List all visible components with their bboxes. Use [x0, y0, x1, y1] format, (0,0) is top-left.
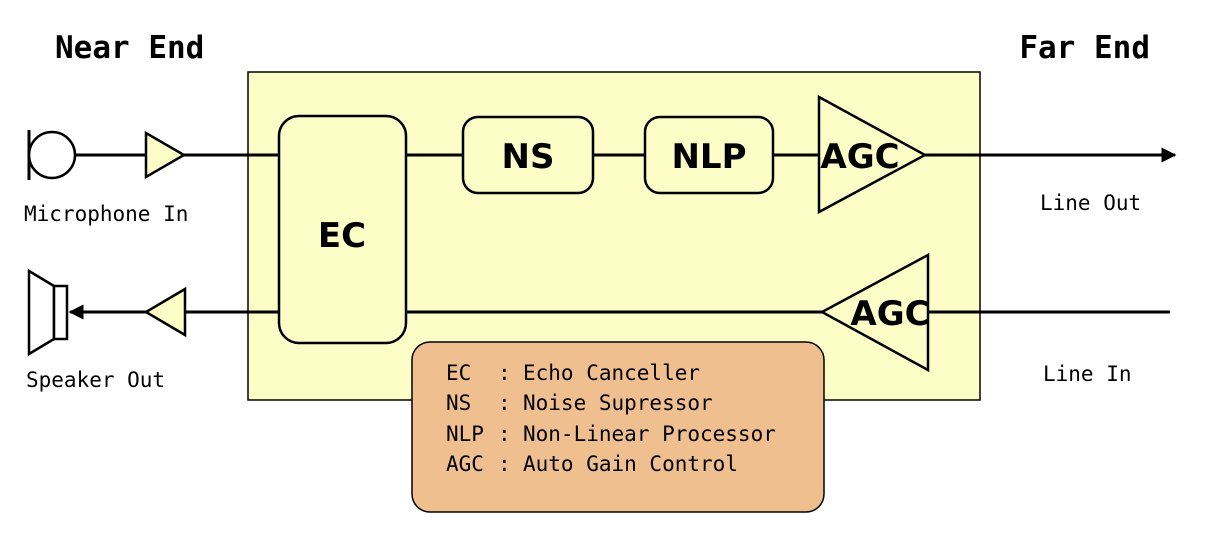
legend-row: AGC : Auto Gain Control [446, 452, 738, 476]
speaker-out-label: Speaker Out [26, 368, 165, 392]
legend-abbr: NLP [446, 422, 484, 446]
speaker-icon [27, 268, 69, 357]
legend-desc: Echo Canceller [523, 361, 700, 385]
speaker-amp-icon [143, 286, 187, 338]
line-in-label: Line In [1043, 362, 1132, 386]
legend-box [411, 341, 825, 513]
mic-preamp-icon [144, 130, 187, 180]
legend-row: NLP : Non-Linear Processor [446, 422, 776, 446]
legend-abbr: AGC [446, 452, 484, 476]
legend-separator: : [498, 361, 511, 385]
legend-row: NS : Noise Supressor [446, 391, 713, 415]
legend-row: EC : Echo Canceller [446, 361, 700, 385]
agc-tx-label: AGC [820, 137, 899, 177]
legend-desc: Non-Linear Processor [523, 422, 776, 446]
legend-abbr: EC [446, 361, 471, 385]
agc-rx-block [819, 252, 930, 373]
near-end-label: Near End [55, 30, 204, 66]
agc-rx-label: AGC [850, 294, 929, 334]
far-end-label: Far End [1019, 30, 1150, 66]
ec-block [277, 114, 408, 345]
legend-separator: : [498, 422, 511, 446]
nlp-block-label: NLP [671, 137, 746, 177]
legend-desc: Noise Supressor [523, 391, 713, 415]
legend-desc: Auto Gain Control [523, 452, 738, 476]
line-out-label: Line Out [1040, 191, 1141, 215]
mic-in-label: Microphone In [24, 202, 188, 226]
ns-block-label: NS [502, 137, 555, 177]
ec-block-label: EC [318, 216, 366, 256]
agc-tx-block [817, 94, 928, 215]
legend-separator: : [498, 391, 511, 415]
legend-abbr: NS [446, 391, 471, 415]
legend-separator: : [498, 452, 511, 476]
microphone-icon [27, 130, 77, 180]
